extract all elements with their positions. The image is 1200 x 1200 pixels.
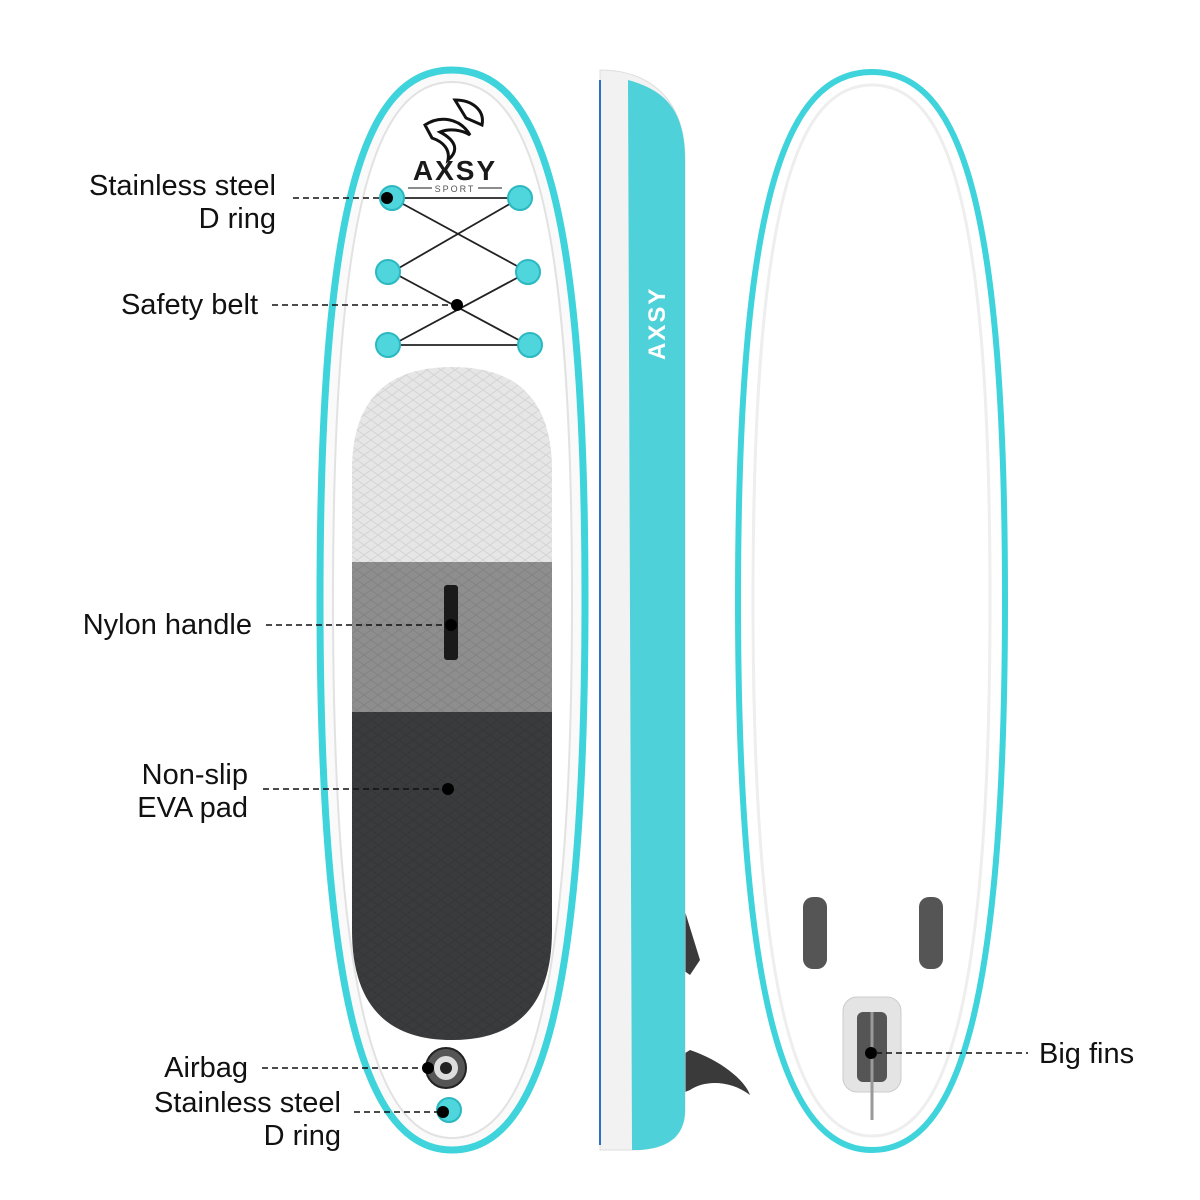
label-big-fins: Big fins: [1039, 1038, 1134, 1070]
eva-pad: [352, 367, 552, 1040]
brand-name: AXSY: [413, 155, 497, 186]
label-airbag: Airbag: [164, 1052, 248, 1084]
callouts: Stainless steel D ring Safety belt Nylon…: [83, 170, 1134, 1152]
side-fin-box-left: [803, 897, 827, 969]
deck-board-top-view: AXSY SPORT: [316, 66, 589, 1154]
label-nylon-handle: Nylon handle: [83, 609, 252, 641]
side-fin-box-right: [919, 897, 943, 969]
brand-logo: AXSY SPORT: [408, 98, 502, 194]
label-eva-line1: Non-slip: [142, 759, 248, 791]
label-d-ring-bottom-line1: Stainless steel: [154, 1087, 341, 1119]
label-eva-line2: EVA pad: [137, 792, 248, 824]
label-d-ring-bottom-line2: D ring: [264, 1120, 341, 1152]
airbag-valve: [425, 1047, 467, 1089]
board-side-view: AXSY: [599, 69, 750, 1151]
side-brand-name: AXSY: [644, 287, 671, 360]
board-bottom-view: [734, 68, 1009, 1154]
label-safety-belt: Safety belt: [121, 289, 258, 321]
label-d-ring-top-line2: D ring: [199, 203, 276, 235]
brand-sub: SPORT: [435, 184, 476, 194]
label-d-ring-top-line1: Stainless steel: [89, 170, 276, 202]
